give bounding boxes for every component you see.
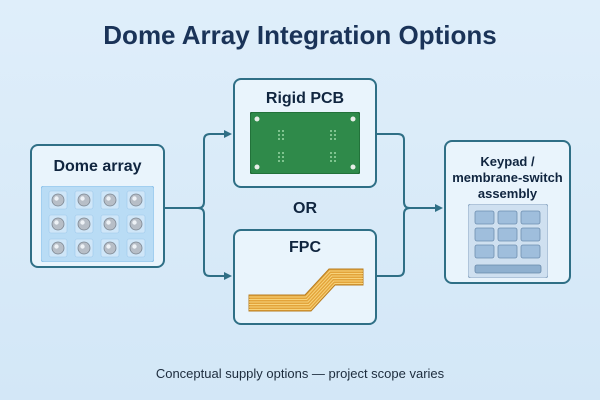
keypad-node: Keypad / membrane-switch assembly (444, 140, 571, 284)
arrow-dome-to-fpc (165, 207, 232, 280)
pcb-pads (278, 130, 336, 162)
rigid-pcb-label: Rigid PCB (265, 90, 345, 107)
keypad-icon (468, 204, 548, 278)
arrow-fpc-to-keypad (377, 207, 411, 277)
diagram-title: Dome Array Integration Options (103, 20, 497, 50)
dome-array-label: Dome array (53, 158, 142, 175)
rigid-pcb-node: Rigid PCB (233, 78, 377, 188)
keypad-key (497, 244, 518, 259)
fpc-traces (249, 270, 363, 310)
keypad-key (474, 244, 495, 259)
pcb-board-icon (250, 112, 360, 174)
keypad-key (497, 227, 518, 242)
keypad-key (497, 210, 518, 225)
dome-array-node: Dome array (30, 144, 165, 268)
fpc-label: FPC (289, 239, 321, 256)
keypad-keys (474, 210, 541, 259)
keypad-key (520, 210, 541, 225)
keypad-key (520, 244, 541, 259)
keypad-key (474, 227, 495, 242)
keypad-key (520, 227, 541, 242)
keypad-key (474, 210, 495, 225)
keypad-label: Keypad / membrane-switch assembly (452, 154, 563, 201)
arrow-pcb-to-keypad (377, 133, 443, 212)
caption: Conceptual supply options — project scop… (155, 366, 445, 381)
fpc-flex-icon (248, 268, 364, 312)
dome-array-icon (41, 186, 154, 262)
arrow-dome-to-pcb (165, 130, 232, 209)
or-separator: OR (293, 200, 317, 217)
dome-grid (48, 190, 146, 258)
fpc-node: FPC (233, 229, 377, 325)
